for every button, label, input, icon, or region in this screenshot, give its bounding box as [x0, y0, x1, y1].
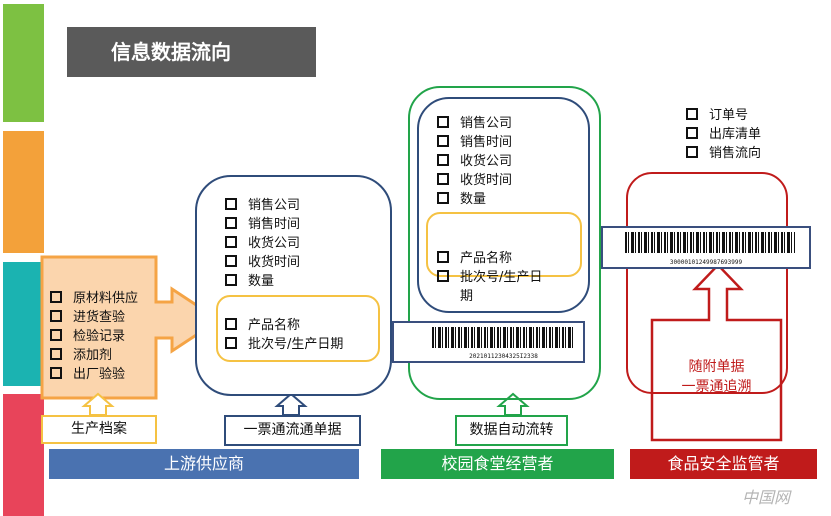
regulator-item: 销售流向	[686, 142, 761, 161]
checkbox-icon	[225, 197, 237, 210]
regulator-item: 出库清单	[686, 123, 761, 142]
checkbox-icon	[50, 309, 62, 322]
production-archive-label: 生产档案	[41, 415, 157, 444]
checkbox-icon	[225, 336, 237, 349]
checkbox-icon	[686, 126, 698, 139]
checkbox-icon	[437, 269, 449, 282]
archive-item: 出厂验验	[50, 363, 138, 382]
checkbox-icon	[225, 317, 237, 330]
upstream-item: 收货时间	[225, 251, 300, 270]
upstream-info-list: 销售公司 销售时间 收货公司 收货时间 数量	[225, 194, 300, 289]
barcode-campus-to-regulator: 30000101249987693999	[601, 226, 811, 269]
campus-product-item: 批次号/生产日	[437, 266, 542, 285]
barcode-stripes	[625, 232, 795, 253]
checkbox-icon	[437, 115, 449, 128]
ticket-document-label: 一票通流通单据	[224, 415, 361, 446]
checkbox-icon	[686, 107, 698, 120]
regulator-frame	[626, 172, 788, 394]
sidebar-orange-segment	[3, 131, 44, 253]
archive-item: 添加剂	[50, 344, 138, 363]
upstream-product-box	[216, 295, 380, 362]
checkbox-icon	[50, 366, 62, 379]
sidebar-red-segment	[3, 394, 44, 516]
regulator-bar: 食品安全监管者	[630, 449, 817, 479]
sidebar-teal-segment	[3, 262, 44, 386]
trace-arrow-frame	[650, 263, 783, 442]
upstream-item: 销售公司	[225, 194, 300, 213]
campus-product-list: 产品名称 批次号/生产日 期	[437, 247, 542, 304]
upstream-supplier-bar: 上游供应商	[49, 449, 359, 479]
checkbox-icon	[225, 235, 237, 248]
checkbox-icon	[50, 290, 62, 303]
checkbox-icon	[437, 250, 449, 263]
campus-item: 收货公司	[437, 150, 512, 169]
barcode-upstream-to-campus: 20210112304325I2338	[392, 321, 585, 363]
archive-item: 检验记录	[50, 325, 138, 344]
campus-product-box	[426, 212, 582, 277]
upstream-product-list: 产品名称 批次号/生产日期	[225, 314, 343, 352]
barcode-stripes	[432, 327, 573, 348]
campus-info-box	[417, 97, 590, 313]
campus-info-list: 销售公司 销售时间 收货公司 收货时间 数量	[437, 112, 512, 207]
campus-item: 销售时间	[437, 131, 512, 150]
campus-item: 销售公司	[437, 112, 512, 131]
archive-item: 进货查验	[50, 306, 138, 325]
checkbox-icon	[686, 145, 698, 158]
upstream-item: 收货公司	[225, 232, 300, 251]
upstream-item: 数量	[225, 270, 300, 289]
watermark: 中国网	[742, 488, 791, 507]
campus-operator-bar: 校园食堂经营者	[381, 449, 614, 479]
sidebar-green-segment	[3, 4, 44, 122]
checkbox-icon	[225, 273, 237, 286]
checkbox-icon	[437, 191, 449, 204]
regulator-list: 订单号 出库清单 销售流向	[686, 104, 761, 161]
campus-item: 数量	[437, 188, 512, 207]
regulator-item: 订单号	[686, 104, 761, 123]
campus-item: 收货时间	[437, 169, 512, 188]
barcode-number: 30000101249987693999	[669, 259, 743, 266]
trace-label-line2: 一票通追溯	[681, 379, 752, 395]
trace-label: 随附单据 一票通追溯	[655, 357, 778, 397]
campus-product-item: 产品名称	[437, 247, 542, 266]
campus-outer-box	[408, 86, 601, 400]
barcode-number: 20210112304325I2338	[469, 353, 538, 360]
checkbox-icon	[225, 216, 237, 229]
checkbox-icon	[437, 172, 449, 185]
archive-item: 原材料供应	[50, 287, 138, 306]
production-archive-list: 原材料供应 进货查验 检验记录 添加剂 出厂验验	[50, 287, 138, 382]
checkbox-icon	[50, 347, 62, 360]
upstream-product-item: 批次号/生产日期	[225, 333, 343, 352]
upstream-product-item: 产品名称	[225, 314, 343, 333]
archive-up-arrow	[81, 392, 115, 416]
upstream-item: 销售时间	[225, 213, 300, 232]
checkbox-icon	[50, 328, 62, 341]
auto-flow-up-arrow	[496, 392, 530, 416]
ticket-up-arrow	[274, 392, 308, 416]
auto-flow-label: 数据自动流转	[455, 415, 568, 446]
trace-label-line1: 随附单据	[688, 359, 745, 375]
checkbox-icon	[437, 134, 449, 147]
campus-product-item: 期	[460, 289, 474, 304]
checkbox-icon	[225, 254, 237, 267]
checkbox-icon	[437, 153, 449, 166]
page-title: 信息数据流向	[67, 27, 316, 77]
